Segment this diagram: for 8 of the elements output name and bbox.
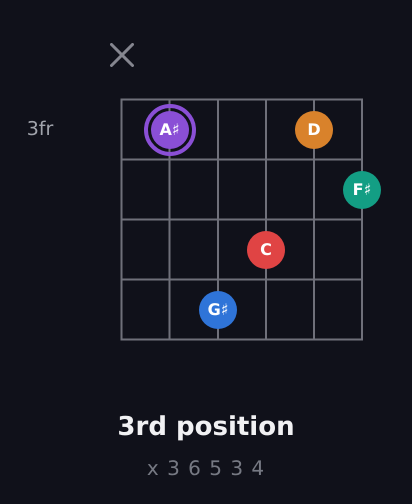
fret-number: 3fr	[26, 118, 54, 141]
note-dot: G♯	[199, 290, 237, 328]
fingering-text: x 3 6 5 3 4	[146, 456, 266, 480]
note-dot: C	[247, 230, 285, 268]
root-note-dot: A♯	[144, 104, 196, 156]
chord-position-title: 3rd position	[116, 412, 296, 444]
note-dot: D	[295, 110, 333, 148]
note-dot: F♯	[343, 170, 381, 208]
